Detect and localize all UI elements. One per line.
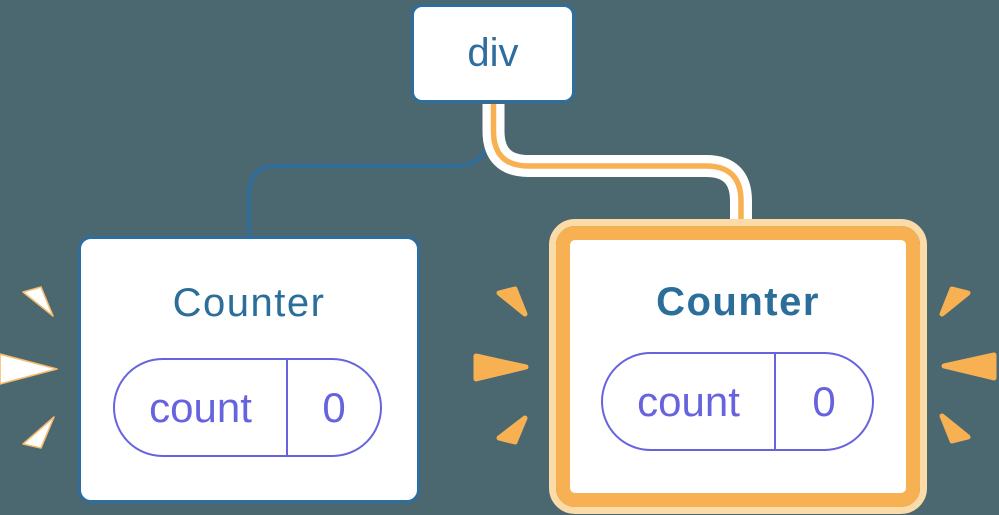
sparkle-ray-icon: [22, 416, 55, 449]
counter-card-default: Counter count 0: [78, 236, 420, 503]
sparkle-ray-icon: [473, 353, 529, 382]
state-pill-value: 0: [812, 377, 836, 425]
state-pill-label: count: [603, 354, 776, 449]
counter-card-highlighted: Counter count 0: [549, 219, 927, 514]
root-node-label: div: [467, 31, 519, 75]
sparkle-burst-orange-right-icon: [939, 286, 997, 444]
sparkle-burst-orange-left-icon: [473, 286, 529, 445]
state-pill: count 0: [601, 352, 874, 451]
sparkle-ray-icon: [941, 352, 997, 381]
sparkle-ray-icon: [496, 286, 528, 317]
counter-title: Counter: [656, 280, 820, 324]
edge-root-to-right-counter: [490, 104, 744, 234]
state-pill: count 0: [113, 358, 382, 457]
state-pill-label: count: [115, 360, 288, 455]
sparkle-ray-icon: [939, 286, 971, 317]
sparkle-burst-white-icon: [0, 286, 58, 449]
edge-root-to-right-counter-casing: [482, 104, 752, 226]
edge-root-to-left-counter: [247, 104, 491, 239]
sparkle-ray-icon: [496, 415, 528, 445]
sparkle-ray-icon: [0, 353, 58, 385]
root-node: div: [411, 4, 575, 103]
sparkle-ray-icon: [22, 286, 54, 317]
state-pill-value: 0: [322, 383, 346, 431]
counter-title: Counter: [172, 281, 326, 325]
counter-card-highlighted-inner: Counter count 0: [556, 226, 920, 507]
sparkle-ray-icon: [939, 413, 971, 444]
